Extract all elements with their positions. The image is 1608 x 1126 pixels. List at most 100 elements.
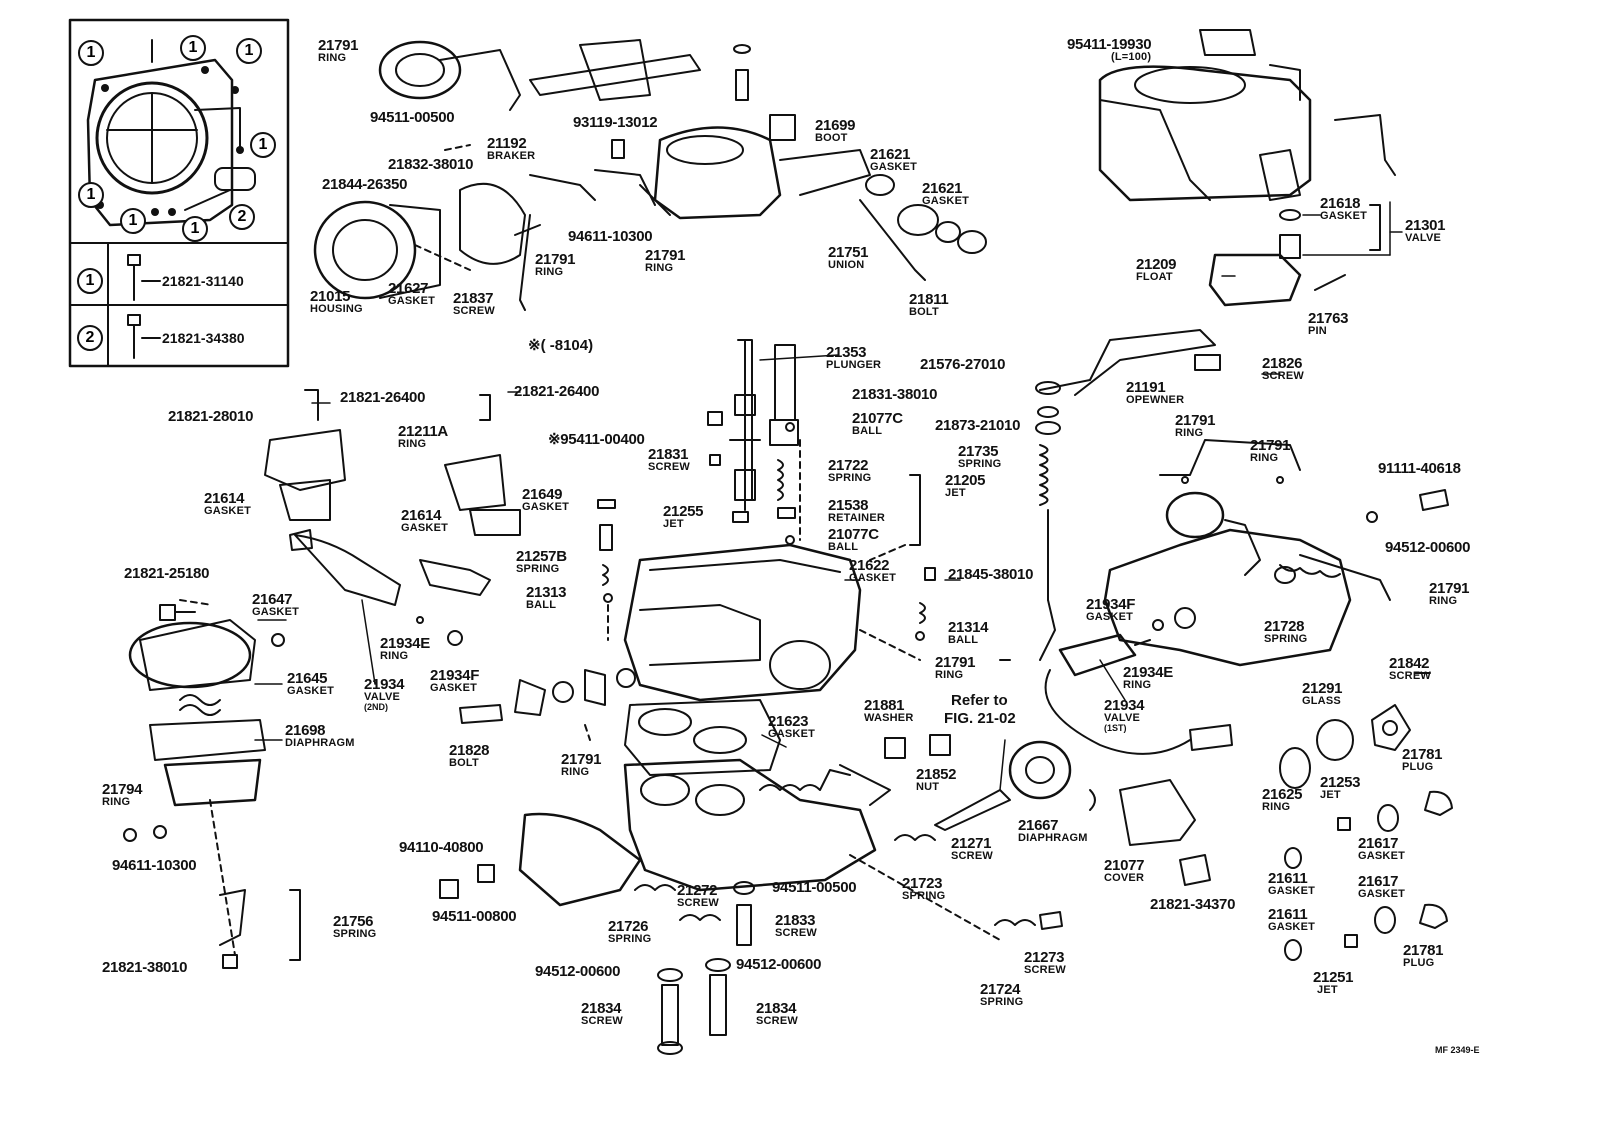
part-label: 94512-00600 [1385,539,1471,556]
part-label: 93119-13012 [573,114,658,131]
part-label: 94110-40800 [399,839,484,856]
refer-note-line2: FIG. 21-02 [944,710,1016,727]
leader-lines [254,201,1403,791]
inset-callout-1: 1 [182,216,208,242]
inset-callout-1: 1 [236,38,262,64]
part-label: 94511-00500 [370,109,455,126]
refer-note-line1: Refer to [951,692,1008,709]
part-label: 94511-00800 [432,908,517,925]
part-label: 94611-10300 [112,857,197,874]
inset-callout-2: 2 [229,204,255,230]
float-cover-group [1098,29,1396,307]
inset-callout-1: 1 [250,132,276,158]
part-label: 21831-38010 [852,386,938,403]
part-label: 21845-38010 [948,566,1034,583]
air-horn-group [529,44,987,281]
part-label: 21832-38010 [388,156,474,173]
part-label: 21821-34370 [1150,896,1236,913]
serial-note: ※( -8104) [528,337,594,354]
main-body-group [597,339,936,702]
part-label: 21821-26400 [340,389,426,406]
part-label: 21821-38010 [102,959,188,976]
inset-row1-part: 21821-31140 [162,273,244,289]
part-label: 95411-19930(L=100) [1067,36,1152,63]
part-label: 94512-00600 [535,963,621,980]
part-label: 21873-21010 [935,417,1021,434]
part-label: 21576-27010 [920,356,1006,373]
part-label: 21821-28010 [168,408,254,425]
part-label: 94611-10300 [568,228,653,245]
inset-callout-1: 1 [78,182,104,208]
linkage-group [999,329,1449,755]
right-lower-group [1179,672,1453,961]
part-label: 21821-26400 [514,383,600,400]
housing-group [313,39,701,311]
figure-code: MF 2349-E [1435,1045,1480,1055]
part-label: ※95411-00400 [548,431,645,448]
inset-callout-1: 1 [180,35,206,61]
inset-panel [68,18,290,368]
part-label: 21821-25180 [124,565,210,582]
inset-row2-callout: 2 [77,325,103,351]
inset-row2-part: 21821-34380 [162,330,245,346]
